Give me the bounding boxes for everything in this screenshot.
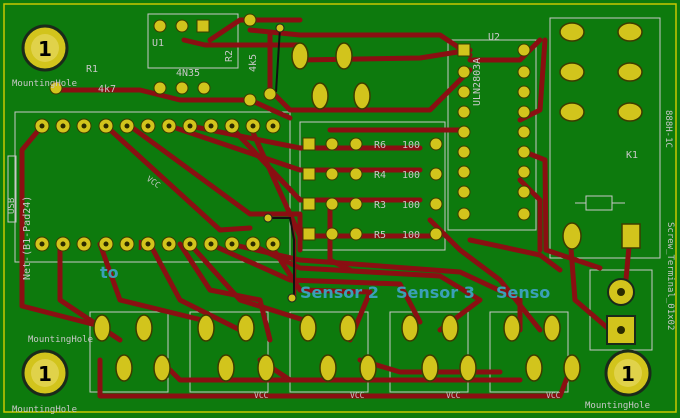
r3-ref: R3 xyxy=(374,200,386,211)
screw-terminal-hole xyxy=(617,288,625,296)
vcc-label: VCC xyxy=(546,391,561,400)
net-label: Net-(B1-Pad24) xyxy=(22,196,33,280)
r2-value: 4k5 xyxy=(248,54,259,72)
hole-number: 1 xyxy=(38,37,52,61)
mounting-hole-bottom-left: 1 xyxy=(21,349,69,397)
r5-value: 100 xyxy=(402,230,420,241)
sensor-3-label: Sensor 3 xyxy=(396,283,475,302)
to-label: to xyxy=(100,263,119,282)
screw-terminal-pads xyxy=(606,278,636,345)
uln2803a-pads xyxy=(457,43,531,221)
u1-pads xyxy=(49,13,277,107)
mounting-hole-label-bottom-left: MountingHole xyxy=(12,405,77,415)
usb-label: USB xyxy=(7,198,17,214)
u2-ref: U2 xyxy=(488,32,500,43)
r4-ref: R4 xyxy=(374,170,386,181)
vias xyxy=(263,23,297,303)
r6-ref: R6 xyxy=(374,140,386,151)
mounting-hole-label-top-left: MountingHole xyxy=(12,79,77,89)
screw-terminal-label: Screw_Terminal_01x02 xyxy=(665,222,675,330)
mounting-hole-label-mid-left: MountingHole xyxy=(28,335,93,345)
mounting-holes: 1 1 1 xyxy=(21,24,652,397)
vcc-label: VCC xyxy=(350,391,365,400)
r5-ref: R5 xyxy=(374,230,386,241)
board-edge-outline xyxy=(3,3,677,413)
sensor-connector-pads xyxy=(93,314,581,382)
hole-number: 1 xyxy=(38,362,52,386)
u1-ref: U1 xyxy=(152,38,164,49)
r4-value: 100 xyxy=(402,170,420,181)
header-pad-holes xyxy=(39,123,276,247)
relay-coil-symbol xyxy=(575,195,625,211)
r1-value: 4k7 xyxy=(98,84,116,95)
screw-terminal-hole xyxy=(617,326,625,334)
vcc-label: VCC xyxy=(446,391,461,400)
mounting-hole-bottom-right: 1 xyxy=(604,349,652,397)
relay-pads xyxy=(559,22,643,250)
relay-model: 888H-1C xyxy=(663,110,673,148)
uln2803a-part: ULN2803A xyxy=(472,58,483,106)
mounting-hole-label-bottom-right: MountingHole xyxy=(585,401,650,411)
sensor-2-label: Sensor 2 xyxy=(300,283,379,302)
vcc-label: VCC xyxy=(254,391,269,400)
resistor-pads xyxy=(302,137,443,241)
opto-part: 4N35 xyxy=(176,68,200,79)
silk-outlines xyxy=(7,13,661,393)
top-oval-pads xyxy=(291,42,371,110)
relay-ref: K1 xyxy=(626,150,638,161)
mounting-hole-top-left: 1 xyxy=(21,24,69,72)
r1-ref: R1 xyxy=(86,64,98,75)
r2-ref: R2 xyxy=(224,50,235,62)
r6-value: 100 xyxy=(402,140,420,151)
r3-value: 100 xyxy=(402,200,420,211)
hole-number: 1 xyxy=(621,362,635,386)
black-jumper-traces xyxy=(270,27,295,298)
sensor-4-label: Senso xyxy=(496,283,550,302)
